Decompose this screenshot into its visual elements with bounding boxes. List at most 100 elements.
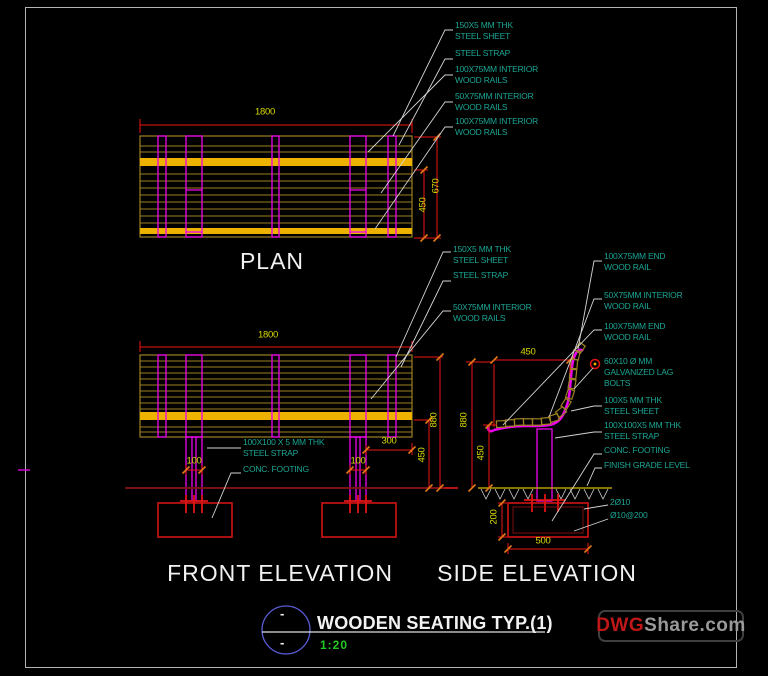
- side-callout-conc-footing: CONC. FOOTING: [604, 445, 670, 456]
- callout-line: 100X100X5 MM THK: [604, 420, 681, 430]
- front-callout-steel-strap: STEEL STRAP: [453, 270, 508, 281]
- front-callout-leg-strap: 100X100 X 5 MM THK STEEL STRAP: [243, 437, 324, 459]
- front-dim-seat-height: 450: [416, 447, 428, 463]
- callout-line: STEEL SHEET: [455, 30, 511, 41]
- front-dim-width: 1800: [258, 329, 278, 341]
- callout-line: BOLTS: [604, 377, 631, 388]
- plan-dim-total-depth: 670: [430, 178, 442, 194]
- side-wood-slats: [495, 341, 587, 429]
- detail-number-bottom: -: [280, 635, 285, 650]
- callout-line: WOOD RAILS: [455, 126, 508, 137]
- callout-line: STEEL STRAP: [455, 48, 511, 58]
- concrete-speckles: [511, 506, 585, 534]
- callout-line: 50X75MM INTERIOR: [453, 302, 532, 312]
- side-dimensions: [466, 359, 589, 554]
- callout-line: FINISH GRADE LEVEL: [604, 460, 690, 470]
- drawing-frame: [25, 7, 737, 668]
- side-dim-footing-width: 500: [535, 535, 551, 547]
- plan-callout-interior-rails-1: 100X75MM INTERIOR WOOD RAILS: [455, 64, 538, 86]
- callout-line: 50X75MM INTERIOR: [455, 91, 534, 101]
- lag-bolt-symbol: [589, 358, 601, 370]
- side-callout-lag-bolts: 60X10 Ø MM GALVANIZED LAG BOLTS: [604, 356, 673, 388]
- side-anchor-bolts: [524, 494, 566, 512]
- plan-callout-interior-rails-2: 50X75MM INTERIOR WOOD RAILS: [455, 91, 534, 113]
- front-dim-overhang: 300: [381, 435, 397, 447]
- callout-line: WOOD RAILS: [453, 312, 506, 323]
- callout-line: 50X75MM INTERIOR: [604, 290, 683, 300]
- side-elevation-linework: [466, 260, 612, 554]
- front-dim-height: 880: [428, 412, 440, 428]
- callout-line: 150X5 MM THK: [455, 20, 513, 30]
- side-dim-seat-depth: 450: [520, 346, 536, 358]
- side-dim-seat-height: 450: [475, 445, 487, 461]
- plan-callout-steel-strap: STEEL STRAP: [455, 48, 510, 59]
- side-leaders: [502, 260, 609, 532]
- title-block-linework: [261, 605, 545, 655]
- front-leaders: [207, 251, 451, 519]
- front-elevation-title: FRONT ELEVATION: [167, 560, 393, 586]
- rebar-marks: [513, 507, 582, 532]
- plan-seat-band: [140, 228, 412, 234]
- callout-line: 100X75MM END: [604, 321, 666, 331]
- callout-line: CONC. FOOTING: [604, 445, 670, 455]
- front-steel-straps: [157, 354, 397, 502]
- callout-line: Ø10@200: [610, 510, 648, 520]
- front-seat-band: [140, 412, 412, 420]
- callout-line: STEEL SHEET: [453, 254, 509, 265]
- plan-callout-steel-sheet: 150X5 MM THK STEEL SHEET: [455, 20, 513, 42]
- side-dim-footing-depth: 200: [488, 509, 500, 525]
- callout-line: WOOD RAILS: [455, 74, 508, 85]
- detail-bubble: [261, 605, 311, 655]
- side-callout-grade-level: FINISH GRADE LEVEL: [604, 460, 690, 471]
- drawing-scale: 1:20: [320, 638, 349, 652]
- callout-line: STEEL STRAP: [453, 270, 509, 280]
- side-callout-stirrups: Ø10@200: [610, 510, 648, 521]
- plan-callout-interior-rails-3: 100X75MM INTERIOR WOOD RAILS: [455, 116, 538, 138]
- front-dim-leg-left: 100: [186, 455, 202, 467]
- callout-line: CONC. FOOTING: [243, 464, 309, 474]
- callout-line: 100X75MM INTERIOR: [455, 116, 539, 126]
- plan-steel-straps: [157, 135, 397, 238]
- brand-share: Share.com: [644, 615, 746, 636]
- side-callout-interior-rail: 50X75MM INTERIOR WOOD RAIL: [604, 290, 683, 312]
- detail-number-top: -: [280, 606, 285, 621]
- callout-line: 100X75MM END: [604, 251, 666, 261]
- front-callout-conc-footing: CONC. FOOTING: [243, 464, 309, 475]
- front-footings: [157, 495, 397, 538]
- callout-line: WOOD RAIL: [604, 261, 651, 272]
- front-callout-steel-sheet: 150X5 MM THK STEEL SHEET: [453, 244, 511, 266]
- callout-line: STEEL STRAP: [243, 447, 299, 458]
- front-dim-leg-right: 100: [350, 455, 366, 467]
- callout-line: WOOD RAIL: [604, 331, 651, 342]
- side-callout-rebar: 2Ø10: [610, 497, 630, 508]
- callout-line: 60X10 Ø MM: [604, 356, 653, 366]
- drawing-title: WOODEN SEATING TYP.(1): [317, 613, 553, 633]
- side-callout-end-rail-2: 100X75MM END WOOD RAIL: [604, 321, 666, 343]
- callout-line: 150X5 MM THK: [453, 244, 511, 254]
- side-callout-steel-sheet: 100X5 MM THK STEEL SHEET: [604, 395, 662, 417]
- side-elevation-title: SIDE ELEVATION: [437, 560, 637, 586]
- front-elevation-linework: [125, 251, 458, 538]
- plan-dim-seat-depth: 450: [417, 197, 429, 213]
- callout-line: WOOD RAILS: [455, 101, 508, 112]
- callout-line: STEEL SHEET: [604, 405, 660, 416]
- plan-dim-width: 1800: [255, 106, 275, 118]
- callout-line: 100X5 MM THK: [604, 395, 662, 405]
- side-post: [536, 428, 553, 502]
- side-callout-end-rail-1: 100X75MM END WOOD RAIL: [604, 251, 666, 273]
- plan-seat-band: [140, 158, 412, 166]
- side-callout-steel-strap: 100X100X5 MM THK STEEL STRAP: [604, 420, 681, 442]
- grade-hatch-triangles: [480, 488, 609, 500]
- callout-line: STEEL STRAP: [604, 430, 660, 441]
- side-dim-height: 880: [458, 412, 470, 428]
- callout-line: 100X100 X 5 MM THK: [243, 437, 325, 447]
- callout-line: 2Ø10: [610, 497, 630, 507]
- plan-title: PLAN: [239, 248, 305, 274]
- callout-line: WOOD RAIL: [604, 300, 651, 311]
- front-callout-interior-rails: 50X75MM INTERIOR WOOD RAILS: [453, 302, 532, 324]
- callout-line: GALVANIZED LAG: [604, 366, 674, 377]
- plan-view-linework: [139, 29, 453, 243]
